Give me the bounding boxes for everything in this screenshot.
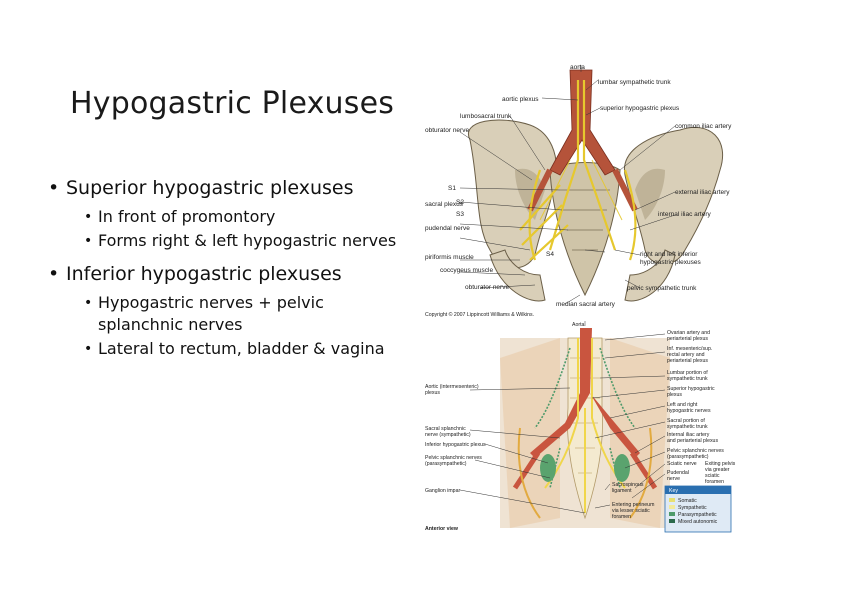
label-s4: S4 [546,251,554,258]
label-anterior-view: Anterior view [425,526,459,532]
label-sup-hypo-2: plexus [667,392,682,398]
key-swatch-mixed [669,519,675,523]
label-inf-mes-1: Inf. mesenteric/sup. [667,346,712,352]
label-exiting-1: Exiting pelvis [705,461,736,467]
label-exiting-3: sciatic [705,473,720,479]
label-piriformis-muscle: piriformis muscle [425,254,474,261]
key-legend: Key Somatic Sympathetic Parasympathetic … [664,485,732,533]
bullet-inferior: Inferior hypogastric plexuses [48,262,408,286]
label-coccygeus-muscle: coccygeus muscle [440,267,493,274]
label-ganglion-impar: Ganglion impar [425,488,460,494]
sub-bullet-lateral: Lateral to rectum, bladder & vagina [48,338,408,360]
figure-copyright: Copyright © 2007 Lippincott Williams & W… [425,311,534,318]
slide-title: Hypogastric Plexuses [70,86,395,121]
anterior-view-diagram-figure: Aorta Ovarian artery and periarterial pl… [420,318,750,540]
label-sacrospinous-2: ligament [612,488,632,494]
label-left-right-2: hypogastric nerves [667,408,711,414]
key-swatch-sympathetic [669,505,675,509]
label-aorta: aorta [570,64,585,71]
label-internal-iliac-artery: internal iliac artery [658,211,711,218]
label-sacral-portion-1: Sacral portion of [667,418,705,424]
label-s2: S2 [456,199,464,206]
bullet-group-superior: Superior hypogastric plexuses In front o… [48,176,408,252]
bullet-list: Superior hypogastric plexuses In front o… [48,176,408,370]
label-internal-iliac-2: and periarterial plexus [667,438,718,444]
label-sacrospinous-1: Sacrospinous [612,482,644,488]
label-lumbosacral-trunk: lumbosacral trunk [460,113,512,120]
label-pelvic-splanchnic-r2: (parasympathetic) [667,454,709,460]
label-s3: S3 [456,211,464,218]
pelvis-diagram-figure: aorta aortic plexus lumbar sympathetic t… [420,60,750,320]
label-right-left-inferior-2: hypogastric plexuses [640,259,701,266]
key-title: Key [669,488,678,494]
key-item-parasympathetic: Parasympathetic [678,512,717,518]
label-inferior-hypogastric: Inferior hypogastric plexus [425,442,486,448]
label-left-right-1: Left and right [667,402,698,408]
label-sacral-plexus: sacral plexus [425,201,464,208]
key-item-sympathetic: Sympathetic [678,505,707,511]
bullet-group-inferior: Inferior hypogastric plexuses Hypogastri… [48,262,408,360]
label-sciatic-nerve: Sciatic nerve [667,461,697,467]
label-aortic-2: plexus [425,390,440,396]
anterior-view-illustration: Aorta Ovarian artery and periarterial pl… [425,321,736,533]
label-aorta-b: Aorta [572,322,585,328]
label-median-sacral-artery: median sacral artery [556,301,616,308]
label-exiting-4: foramen [705,479,724,485]
label-lumbar-2: sympathetic trunk [667,376,708,382]
label-common-iliac-artery: common iliac artery [675,123,732,130]
label-sacral-portion-2: sympathetic trunk [667,424,708,430]
label-pelvic-splanchnic-1: Pelvic splanchnic nerves [425,455,482,461]
key-swatch-parasympathetic [669,512,675,516]
label-lumbar-1: Lumbar portion of [667,370,708,376]
label-exiting-2: via greater [705,467,730,473]
key-item-somatic: Somatic [678,498,697,504]
label-inf-mes-2: rectal artery and [667,352,705,358]
label-internal-iliac-1: Internal iliac artery [667,432,710,438]
label-aortic-1: Aortic (intermesenteric) [425,384,479,390]
label-lumbar-sympathetic-trunk: lumbar sympathetic trunk [598,79,671,86]
label-sup-hypo-1: Superior hypogastric [667,386,715,392]
label-entering-2: via lesser sciatic [612,508,650,514]
label-pudendal-nerve: pudendal nerve [425,225,470,232]
label-aortic-plexus: aortic plexus [502,96,539,103]
key-item-mixed: Mixed autonomic [678,519,718,525]
label-sacral-splanchnic-2: nerve (sympathetic) [425,432,471,438]
label-entering-1: Entering perineum [612,502,654,508]
pelvis-illustration: aorta aortic plexus lumbar sympathetic t… [425,64,732,318]
label-pelvic-splanchnic-2: (parasympathetic) [425,461,467,467]
label-inf-mes-3: periarterial plexus [667,358,708,364]
sub-bullet-forms-nerves: Forms right & left hypogastric nerves [48,230,408,252]
label-pudendal-1: Pudendal [667,470,689,476]
label-right-left-inferior-1: right and left inferior [640,251,698,258]
label-ovarian-1: Ovarian artery and [667,330,710,336]
label-superior-hypogastric-plexus: superior hypogastric plexus [600,105,680,112]
label-s1: S1 [448,185,456,192]
sub-bullet-nerves: Hypogastric nerves + pelvic splanchnic n… [48,292,408,336]
label-pelvic-splanchnic-r1: Pelvic splanchnic nerves [667,448,724,454]
label-external-iliac-artery: external iliac artery [675,189,730,196]
label-ovarian-2: periarterial plexus [667,336,708,342]
bullet-superior: Superior hypogastric plexuses [48,176,408,200]
label-obturator-nerve: obturator nerve [425,127,469,134]
sub-bullet-promontory: In front of promontory [48,206,408,228]
label-obturator-nerve-bottom: obturator nerve [465,284,509,291]
label-entering-3: foramen [612,514,631,520]
label-sacral-splanchnic-1: Sacral splanchnic [425,426,466,432]
label-pudendal-2: nerve [667,476,680,482]
key-swatch-somatic [669,498,675,502]
label-pelvic-sympathetic-trunk: pelvic sympathetic trunk [627,285,697,292]
